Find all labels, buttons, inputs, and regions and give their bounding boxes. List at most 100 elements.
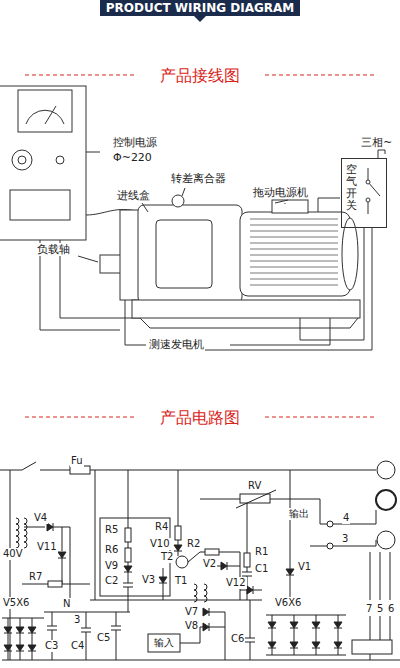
wire	[163, 568, 164, 577]
wire	[62, 527, 63, 551]
wire	[247, 567, 248, 572]
part-label: R5	[104, 524, 119, 536]
cable	[200, 228, 372, 350]
motor-body	[240, 212, 350, 296]
load-shaft	[100, 255, 122, 273]
wire	[316, 628, 317, 642]
wire	[200, 499, 240, 500]
wire	[390, 552, 391, 600]
wire	[338, 628, 339, 642]
knob	[12, 150, 32, 170]
part-label: V4	[33, 512, 48, 524]
diode-symbol	[16, 645, 24, 651]
diode-symbol	[203, 623, 209, 631]
wire	[250, 642, 251, 660]
wire	[90, 600, 262, 601]
wire	[20, 633, 21, 645]
machine-drawing	[0, 86, 385, 350]
part-label: V1	[297, 561, 312, 573]
wire	[2, 660, 400, 661]
resistor-symbol	[205, 549, 219, 555]
wire	[22, 584, 48, 585]
wire	[209, 627, 225, 628]
wire	[86, 612, 87, 628]
page-title: PRODUCT WIRING DIAGRAM	[106, 1, 295, 15]
wire	[163, 583, 164, 600]
diode-symbol	[16, 627, 24, 633]
supply-wire	[378, 150, 385, 158]
part-label: R2	[186, 538, 201, 550]
wire	[20, 618, 21, 627]
part-label: T2	[160, 551, 174, 563]
wire	[86, 632, 87, 660]
wire	[40, 470, 70, 471]
clutch-housing	[138, 205, 242, 303]
part-label: 40V	[2, 548, 24, 560]
wire	[20, 651, 21, 660]
capacitor-symbol	[47, 626, 57, 630]
wire	[376, 540, 377, 546]
wire	[178, 540, 179, 545]
wire	[128, 542, 129, 548]
part-label: 测速发电机	[148, 338, 205, 351]
leader	[182, 188, 185, 196]
diode-symbol	[286, 569, 294, 575]
wire	[178, 551, 179, 556]
wire	[390, 616, 391, 640]
diode-symbol	[312, 642, 320, 648]
coil-symbol	[194, 584, 197, 602]
varistor-symbol	[240, 494, 270, 503]
capacitor-symbol	[81, 628, 91, 632]
wire	[272, 615, 273, 622]
tacho-circle	[377, 531, 395, 549]
diode-symbol	[4, 627, 12, 633]
wire	[294, 628, 295, 642]
part-label: 3	[73, 614, 81, 626]
part-label: C3	[44, 640, 59, 652]
part-label: V10	[149, 538, 171, 550]
wire	[8, 633, 9, 645]
part-label: 输入	[153, 637, 175, 649]
resistor-symbol	[125, 548, 131, 562]
switch-box: 空气开关	[341, 158, 387, 228]
part-label: V2	[202, 558, 217, 570]
wire	[116, 612, 117, 626]
wire	[128, 572, 129, 583]
wire	[316, 648, 317, 655]
wire	[240, 552, 241, 600]
capacitor-symbol	[242, 572, 252, 576]
wire	[24, 527, 45, 528]
part-label: R4	[154, 521, 169, 533]
wire	[376, 510, 377, 524]
wire	[128, 562, 129, 566]
diode-symbol	[203, 608, 209, 616]
wire	[8, 618, 9, 627]
leader	[142, 203, 148, 212]
capacitor-symbol	[123, 583, 133, 587]
leader	[275, 200, 288, 203]
diode-symbol	[290, 622, 298, 628]
part-label: 3	[341, 533, 349, 545]
wire	[266, 655, 346, 656]
wire	[32, 618, 33, 627]
wire	[250, 600, 251, 638]
title-banner	[100, 0, 300, 16]
fuse-symbol	[70, 466, 90, 474]
diode-symbol	[268, 622, 276, 628]
part-label: 4	[342, 512, 350, 524]
part-label: Fu	[70, 455, 84, 467]
node-text: 空气开关	[346, 164, 357, 212]
part-label: 进线盒	[116, 189, 151, 202]
diode-symbol	[312, 622, 320, 628]
wire	[32, 651, 33, 660]
wire	[333, 524, 376, 525]
part-label: C2	[104, 575, 119, 587]
cable	[300, 228, 364, 340]
wire	[247, 576, 248, 600]
part-label: 控制电源	[112, 136, 158, 149]
terminal-block	[352, 640, 392, 654]
part-label: 5	[376, 603, 384, 615]
wire	[380, 552, 381, 600]
part-label: 6	[387, 603, 395, 615]
